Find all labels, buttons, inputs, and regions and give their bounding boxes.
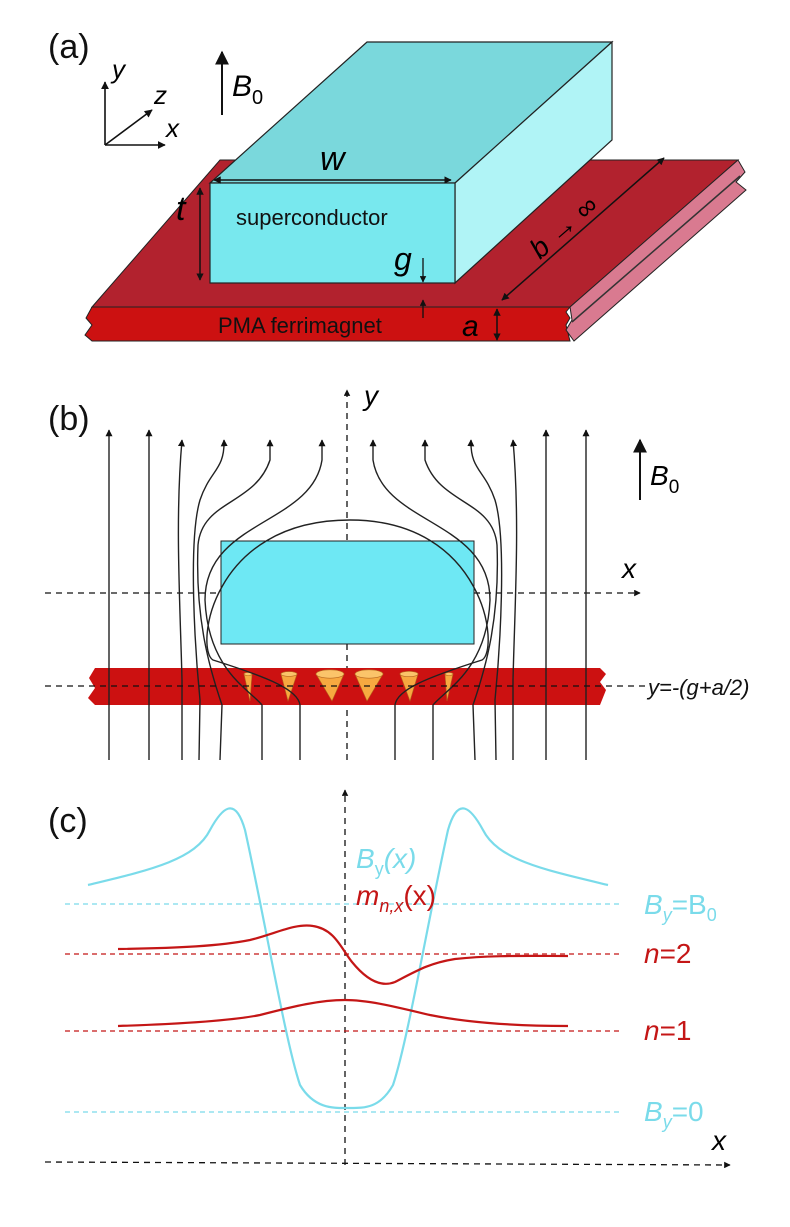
by-curve-label: By(x) <box>356 843 416 879</box>
a-label: a <box>462 310 479 343</box>
axis-x-label: x <box>164 113 180 143</box>
field-line <box>206 519 351 760</box>
panel-a-label: (a) <box>48 28 90 66</box>
b-field-lines <box>105 429 590 761</box>
b-dimension <box>501 157 665 301</box>
c-axis-x-label: x <box>710 1125 727 1156</box>
field-line <box>349 519 489 760</box>
ref-b0-label: By=B0 <box>644 889 717 925</box>
by-curve <box>87 807 609 1110</box>
b-axis-y-label: y <box>362 380 380 411</box>
axis-z-arrow <box>104 109 153 146</box>
b0-label: B0 <box>232 70 263 109</box>
ferrimagnet-front-face <box>84 306 572 342</box>
ref-n1-label: n=1 <box>644 1015 692 1046</box>
field-line <box>510 439 518 760</box>
panel-a: (a) y z x B0 superconductor w <box>48 28 747 343</box>
panel-b: (b) y x B0 <box>45 380 750 761</box>
ref-n2-label: n=2 <box>644 938 692 969</box>
w-label: w <box>320 140 347 178</box>
axis-y-label: y <box>110 54 127 84</box>
field-line <box>204 439 326 760</box>
magnetization-cone-cap <box>280 671 298 677</box>
m-n2-curve <box>117 924 569 985</box>
m-curve-label: mn,x(x) <box>356 880 436 916</box>
ref-zero-label: By=0 <box>644 1096 704 1132</box>
field-line <box>421 439 499 761</box>
sc-front-face <box>209 182 456 284</box>
c-axis-x <box>44 1161 731 1169</box>
panel-c-label: (c) <box>48 802 88 840</box>
field-line <box>177 439 185 760</box>
b-axis-x-label: x <box>620 553 637 584</box>
magnetization-cone-cap <box>243 672 253 676</box>
b-b0-label: B0 <box>650 460 679 498</box>
field-line <box>369 439 491 760</box>
t-label: t <box>176 190 187 228</box>
coordinate-axes <box>101 81 166 149</box>
field-line <box>467 439 503 761</box>
b-magnetization-cones <box>243 669 454 703</box>
magnetization-cone-cap <box>444 672 454 676</box>
m-n1-curve <box>117 998 569 1028</box>
b-superconductor <box>220 540 475 645</box>
magnetization-cone-cap <box>399 670 419 677</box>
panel-b-label: (b) <box>48 400 90 438</box>
ferrimagnet-label: PMA ferrimagnet <box>218 313 382 338</box>
magnetization-cone-cap <box>354 669 384 679</box>
panel-c: (c) x By(x) mn,x(x) By=B0 n=2 n=1 By=0 <box>44 789 731 1169</box>
magnetization-cone-cap <box>315 669 345 679</box>
g-label: g <box>394 241 412 277</box>
field-line <box>196 439 274 761</box>
axis-z-label: z <box>153 80 167 110</box>
superconductor-label: superconductor <box>236 205 388 230</box>
b-midplane-label: y=-(g+a/2) <box>646 675 750 700</box>
field-line <box>192 439 228 761</box>
